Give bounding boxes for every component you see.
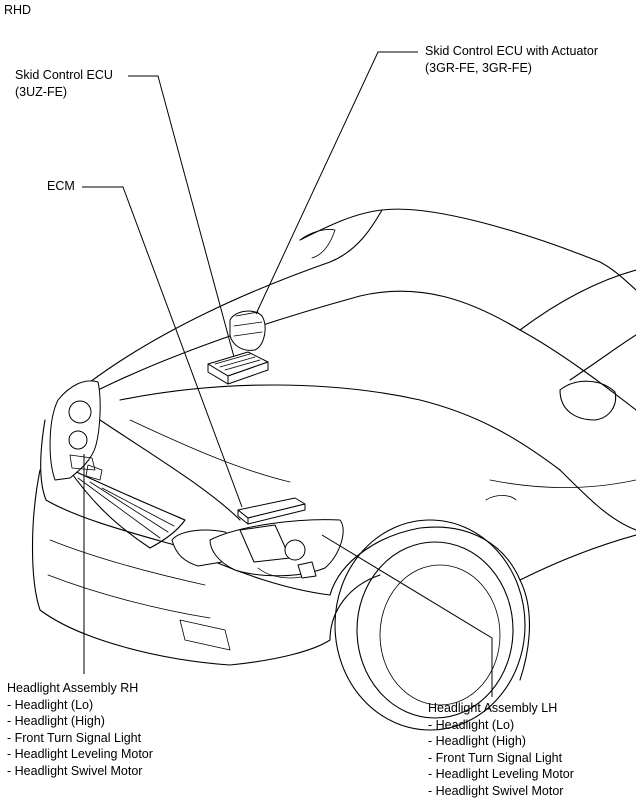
headlight-lh-item: - Headlight (Lo) (428, 717, 574, 734)
leader-lines (82, 52, 492, 697)
skid-control-ecu-sub: (3UZ-FE) (15, 84, 113, 101)
headlight-lh-label: Headlight Assembly LH - Headlight (Lo) -… (428, 700, 574, 799)
ecm-illustration (238, 498, 305, 524)
skid-control-ecu-title: Skid Control ECU (15, 67, 113, 84)
headlight-assembly-lh-illustration (172, 520, 343, 578)
headlight-lh-item: - Front Turn Signal Light (428, 750, 574, 767)
skid-control-ecu-illustration (208, 352, 268, 384)
headlight-lh-title: Headlight Assembly LH (428, 700, 574, 717)
headlight-rh-item: - Headlight Swivel Motor (7, 763, 153, 780)
headlight-rh-item: - Headlight (High) (7, 713, 153, 730)
headlight-rh-item: - Front Turn Signal Light (7, 730, 153, 747)
headlight-rh-label: Headlight Assembly RH - Headlight (Lo) -… (7, 680, 153, 779)
skid-ecu-actuator-illustration (230, 311, 265, 350)
headlight-rh-title: Headlight Assembly RH (7, 680, 153, 697)
rhd-label: RHD (4, 2, 31, 19)
ecm-label: ECM (47, 178, 75, 195)
skid-ecu-actuator-title: Skid Control ECU with Actuator (425, 43, 598, 60)
skid-ecu-actuator-sub: (3GR-FE, 3GR-FE) (425, 60, 598, 77)
headlight-lh-item: - Headlight Swivel Motor (428, 783, 574, 799)
headlight-assembly-rh-illustration (50, 381, 102, 480)
headlight-lh-item: - Headlight (High) (428, 733, 574, 750)
skid-control-ecu-label: Skid Control ECU (3UZ-FE) (15, 67, 113, 100)
headlight-rh-item: - Headlight Leveling Motor (7, 746, 153, 763)
skid-ecu-actuator-label: Skid Control ECU with Actuator (3GR-FE, … (425, 43, 598, 76)
headlight-lh-item: - Headlight Leveling Motor (428, 766, 574, 783)
headlight-rh-item: - Headlight (Lo) (7, 697, 153, 714)
car-body-outline (33, 209, 636, 730)
